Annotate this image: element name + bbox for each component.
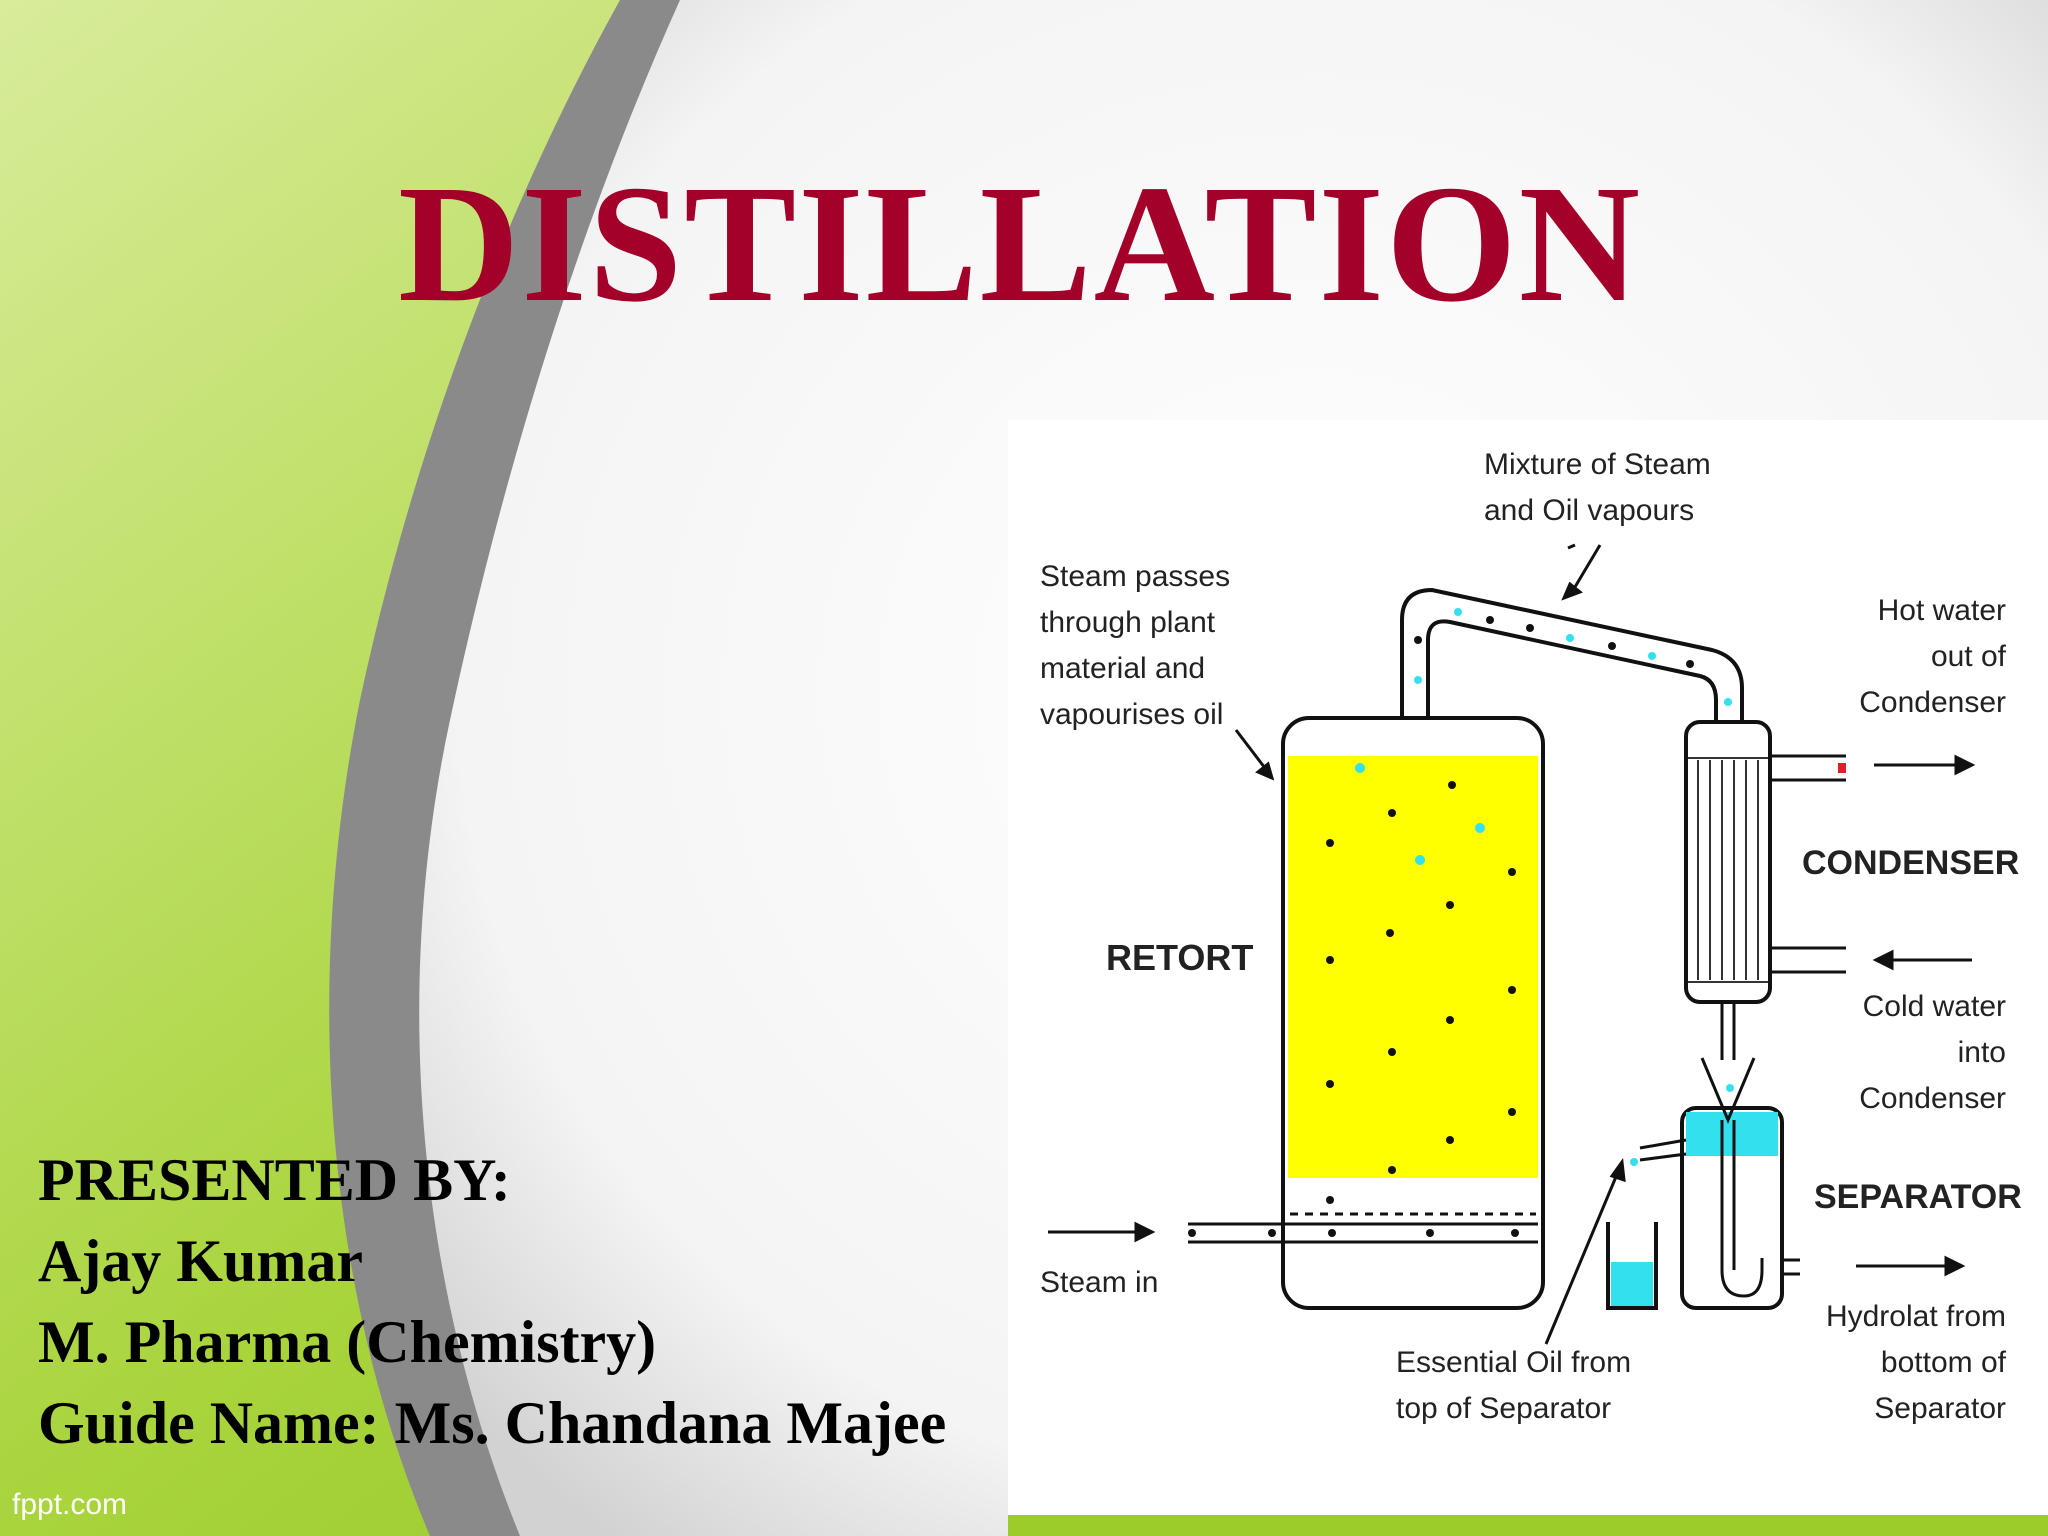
label-hydrolat-line1: Hydrolat from [1826,1300,2006,1333]
separator-unit [1630,1057,1800,1310]
presenter-name: Ajay Kumar [38,1228,363,1294]
label-hot-water-line3: Condenser [1859,686,2006,719]
label-mixture-line1: Mixture of Steam [1484,448,1711,481]
label-essential-oil-line2: top of Separator [1396,1392,1611,1425]
condenser-unit [1684,720,1846,1060]
label-cold-water-line3: Condenser [1859,1082,2006,1115]
label-cold-water-line1: Cold water [1863,990,2006,1023]
label-steam-in: Steam in [1040,1266,1158,1299]
label-mixture-line2: and Oil vapours [1484,494,1694,527]
oil-beaker [1606,1222,1658,1310]
label-hot-water-line1: Hot water [1878,594,2006,627]
retort-vessel [1188,716,1545,1310]
steam-droplets [1355,763,1485,865]
label-retort: RETORT [1106,937,1253,978]
label-steam-passes-line3: material and [1040,652,1205,685]
vapour-droplets [1414,608,1732,706]
diagram-arrows [1048,543,1976,1345]
label-separator: SEPARATOR [1814,1178,2022,1216]
label-steam-passes-line2: through plant [1040,606,1216,639]
label-hydrolat-line3: Separator [1874,1392,2006,1425]
label-cold-water-line2: into [1958,1036,2006,1069]
template-watermark: fppt.com [12,1488,128,1521]
presenter-guide: Guide Name: Ms. Chandana Majee [38,1390,947,1456]
label-essential-oil-line1: Essential Oil from [1396,1346,1631,1379]
slide-title: DISTILLATION [398,151,1642,337]
presenter-info: PRESENTED BY: Ajay Kumar M. Pharma (Chem… [38,1140,946,1464]
plant-material-dots [1188,781,1519,1237]
label-hot-water-line2: out of [1931,640,2007,673]
label-hydrolat-line2: bottom of [1881,1346,2007,1379]
presenter-degree: M. Pharma (Chemistry) [38,1309,657,1375]
vapour-pipe [1400,587,1744,722]
presenter-heading: PRESENTED BY: [38,1147,511,1213]
label-condenser: CONDENSER [1802,844,2019,882]
label-steam-passes-line1: Steam passes [1040,560,1230,593]
label-steam-passes-line4: vapourises oil [1040,698,1223,731]
